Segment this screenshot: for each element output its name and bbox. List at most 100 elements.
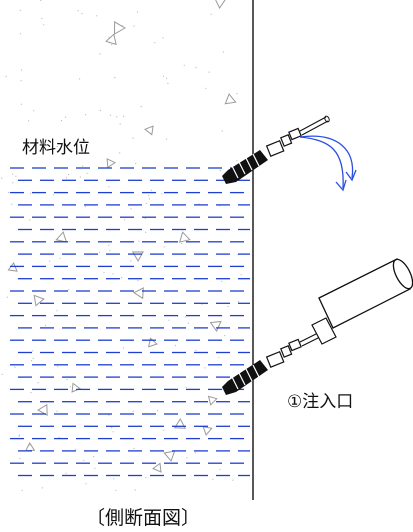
speckle-dot <box>40 0 42 1</box>
speckle-dot <box>113 478 115 480</box>
speckle-dot <box>18 435 20 437</box>
speckle-dot <box>29 444 31 446</box>
speckle-dot <box>237 301 240 303</box>
speckle-dot <box>20 80 22 82</box>
speckle-dot <box>94 467 96 469</box>
aggregate-triangle <box>131 251 144 263</box>
speckle-dot <box>167 82 169 84</box>
speckle-dot <box>8 191 10 194</box>
speckle-dot <box>12 182 14 184</box>
aggregate-triangle <box>144 125 154 136</box>
speckle-dot <box>121 277 123 279</box>
injection-inlet-label: ①注入口 <box>287 392 354 412</box>
flow-arrows <box>299 135 357 192</box>
concrete-speckles <box>1 0 242 491</box>
speckle-dot <box>65 177 68 179</box>
injector-gun-icon <box>299 258 413 347</box>
speckle-dot <box>148 198 151 200</box>
speckle-dot <box>136 11 139 13</box>
speckle-dot <box>109 114 112 116</box>
speckle-dot <box>174 344 176 346</box>
speckle-dot <box>134 489 136 491</box>
speckle-dot <box>68 241 70 243</box>
aggregate-triangle <box>173 418 186 429</box>
speckle-dot <box>227 305 229 308</box>
speckle-dot <box>168 319 170 321</box>
aggregate-triangle <box>152 462 162 473</box>
aggregate-triangle <box>178 231 191 243</box>
speckle-dot <box>32 357 34 359</box>
speckle-dot <box>59 257 61 259</box>
speckle-dot <box>79 78 81 80</box>
speckle-dot <box>20 103 22 105</box>
speckle-dot <box>166 138 168 140</box>
speckle-dot <box>85 483 87 485</box>
aggregate-triangle <box>24 441 36 452</box>
speckle-dot <box>130 260 132 262</box>
speckle-dot <box>21 69 23 71</box>
speckle-dot <box>150 189 152 191</box>
speckle-dot <box>119 152 121 154</box>
aggregate-triangle <box>105 33 117 46</box>
material-water-level <box>10 167 250 477</box>
speckle-dot <box>114 76 116 79</box>
speckle-dot <box>183 64 185 66</box>
speckle-dot <box>124 219 126 221</box>
speckle-dot <box>83 459 85 462</box>
speckle-dot <box>52 194 55 196</box>
aggregate-triangle <box>215 0 226 9</box>
speckle-dot <box>219 169 221 172</box>
speckle-dot <box>224 335 226 337</box>
aggregate-triangle <box>113 21 126 35</box>
speckle-dot <box>132 410 134 412</box>
speckle-dot <box>119 123 121 125</box>
speckle-dot <box>195 349 197 351</box>
speckle-dot <box>103 271 105 273</box>
speckle-dot <box>58 437 60 439</box>
speckle-dot <box>30 392 32 394</box>
aggregate-triangle <box>33 294 45 307</box>
speckle-dot <box>240 274 242 276</box>
speckle-dot <box>108 244 110 246</box>
speckle-dot <box>204 367 206 369</box>
speckle-dot <box>187 322 189 324</box>
speckle-dot <box>93 456 95 458</box>
speckle-dot <box>15 175 17 177</box>
speckle-dot <box>219 468 221 470</box>
speckle-dot <box>135 162 137 165</box>
speckle-dot <box>33 110 35 112</box>
speckle-dot <box>111 44 113 46</box>
speckle-dot <box>99 53 101 55</box>
speckle-dot <box>86 172 88 174</box>
speckle-dot <box>43 24 45 26</box>
speckle-dot <box>144 217 146 219</box>
speckle-dot <box>20 33 22 35</box>
aggregate-triangle <box>224 93 237 105</box>
speckle-dot <box>45 149 47 152</box>
speckle-dot <box>162 37 164 39</box>
speckle-dot <box>19 457 21 460</box>
speckle-dot <box>115 489 117 491</box>
speckle-dot <box>145 476 147 479</box>
speckle-dot <box>112 273 114 275</box>
aggregate-triangle <box>209 320 222 332</box>
aggregate-triangle <box>148 337 158 348</box>
speckle-dot <box>18 434 21 436</box>
speckle-dot <box>29 219 31 221</box>
speckle-dot <box>84 205 86 208</box>
speckle-dot <box>67 174 70 176</box>
speckle-dot <box>6 296 8 298</box>
speckle-dot <box>79 176 81 178</box>
speckle-dot <box>32 350 34 352</box>
speckle-dot <box>162 75 164 77</box>
speckle-dot <box>145 231 147 233</box>
speckle-dot <box>132 137 134 139</box>
speckle-dot <box>154 42 156 44</box>
speckle-dot <box>218 356 220 358</box>
speckle-dot <box>133 447 135 450</box>
speckle-dot <box>82 165 84 167</box>
speckle-dot <box>212 478 214 480</box>
lower-injection-plug <box>222 258 413 395</box>
speckle-dot <box>116 116 118 118</box>
